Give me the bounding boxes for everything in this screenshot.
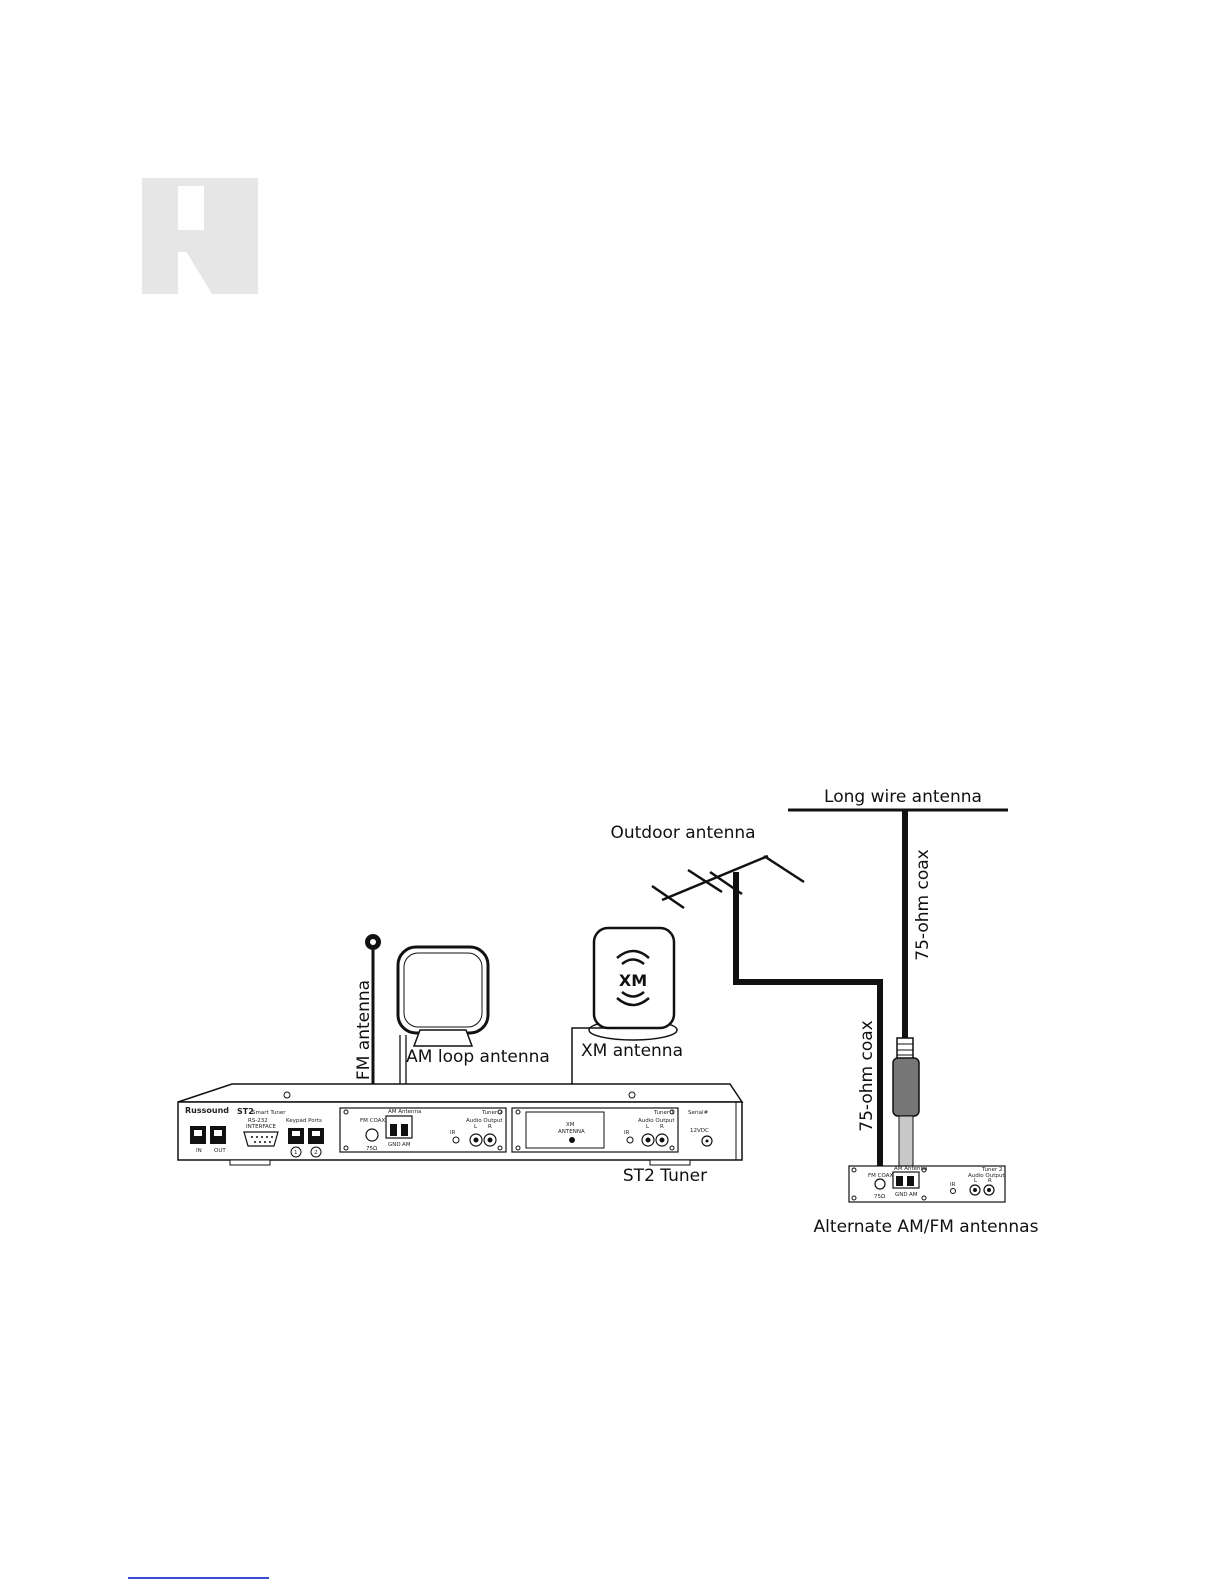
alt-label-l: L <box>974 1178 978 1184</box>
coax-plug <box>892 1037 920 1169</box>
db9-connector <box>243 1131 279 1147</box>
coax-left-label: 75-ohm coax <box>857 1020 877 1131</box>
label-rs232: RS-232 <box>248 1118 268 1124</box>
logo-r-notch <box>178 186 204 230</box>
logo-r-shape <box>142 178 258 294</box>
label-port-1: 1 <box>294 1150 298 1156</box>
label-out: OUT <box>214 1148 226 1154</box>
outdoor-coax-cable <box>733 872 883 1172</box>
panel-model: ST2 <box>237 1107 254 1116</box>
label-l-1: L <box>646 1124 650 1130</box>
st2-tuner-label: ST2 Tuner <box>623 1166 707 1186</box>
label-r-1: R <box>660 1124 664 1130</box>
alt-label-tuner-2: Tuner 2 <box>981 1167 1002 1173</box>
label-power: 12VDC <box>690 1128 709 1134</box>
st2-tuner: Russound IN OUT ST2 Smart Tuner RS-232 I… <box>177 1083 744 1166</box>
alt-label-r: R <box>988 1178 992 1184</box>
label-fm-coax: FM COAX <box>360 1118 385 1124</box>
alternate-antennas-label: Alternate AM/FM antennas <box>814 1217 1039 1237</box>
long-wire-antenna-label: Long wire antenna <box>824 787 982 807</box>
panel-brand: Russound <box>185 1106 229 1115</box>
label-75ohm: 75Ω <box>366 1146 377 1152</box>
label-tuner-1: Tuner 1 <box>653 1110 674 1116</box>
panel-model-sub: Smart Tuner <box>252 1110 286 1116</box>
label-keypad-ports: Keypad Ports <box>286 1118 322 1124</box>
footer-link-underline <box>128 1577 269 1579</box>
long-wire-antenna <box>788 808 1008 1040</box>
label-gnd: GND <box>388 1142 401 1148</box>
xm-jack <box>569 1137 575 1143</box>
fm-antenna-label: FM antenna <box>354 980 374 1080</box>
label-ir-1: IR <box>624 1130 630 1136</box>
xm-logo-text: XM <box>619 971 647 990</box>
label-interface: INTERFACE <box>246 1124 277 1130</box>
am-terminal <box>385 1115 413 1139</box>
label-l-2: L <box>474 1124 478 1130</box>
xm-antenna-label: XM antenna <box>581 1041 683 1061</box>
outdoor-antenna-label: Outdoor antenna <box>610 823 755 843</box>
alt-label-gnd: GND <box>895 1192 908 1198</box>
label-port-2: 2 <box>314 1150 318 1156</box>
label-am: AM <box>402 1142 411 1148</box>
tuner-foot-right <box>649 1159 691 1166</box>
russound-logo <box>142 178 258 294</box>
label-xm-panel: XM <box>566 1122 575 1128</box>
label-ir-2: IR <box>450 1130 456 1136</box>
tuner-foot-left <box>229 1159 271 1166</box>
label-audio-output-1: Audio Output <box>638 1118 675 1124</box>
label-r-2: R <box>488 1124 492 1130</box>
alt-label-75ohm: 75Ω <box>874 1194 885 1200</box>
tuner-top <box>177 1083 744 1103</box>
alt-label-ir: IR <box>950 1182 956 1188</box>
alt-fm-coax-jack <box>874 1178 886 1190</box>
alt-label-am: AM <box>909 1192 918 1198</box>
alt-label-fm-coax: FM COAX <box>868 1173 893 1179</box>
xm-antenna: XM <box>571 926 678 1130</box>
fm-coax-jack <box>365 1128 379 1142</box>
xm-inset <box>525 1111 605 1149</box>
am-loop-antenna-label: AM loop antenna <box>406 1047 550 1067</box>
alt-label-audio-output: Audio Output <box>968 1173 1005 1179</box>
label-serial: Serial# <box>688 1110 709 1116</box>
alternate-tuner-panel: FM COAX 75Ω AM Antenna GND AM IR Tuner 2… <box>848 1165 1006 1203</box>
label-audio-output-2: Audio Output <box>466 1118 503 1124</box>
label-in: IN <box>196 1148 202 1154</box>
label-am-antenna: AM Antenna <box>388 1109 421 1115</box>
coax-right-label: 75-ohm coax <box>913 849 933 960</box>
alt-label-am-antenna: AM Antenna <box>894 1166 927 1172</box>
label-antenna: ANTENNA <box>558 1129 585 1135</box>
outdoor-antenna <box>651 854 805 910</box>
label-tuner-2: Tuner 2 <box>481 1110 502 1116</box>
